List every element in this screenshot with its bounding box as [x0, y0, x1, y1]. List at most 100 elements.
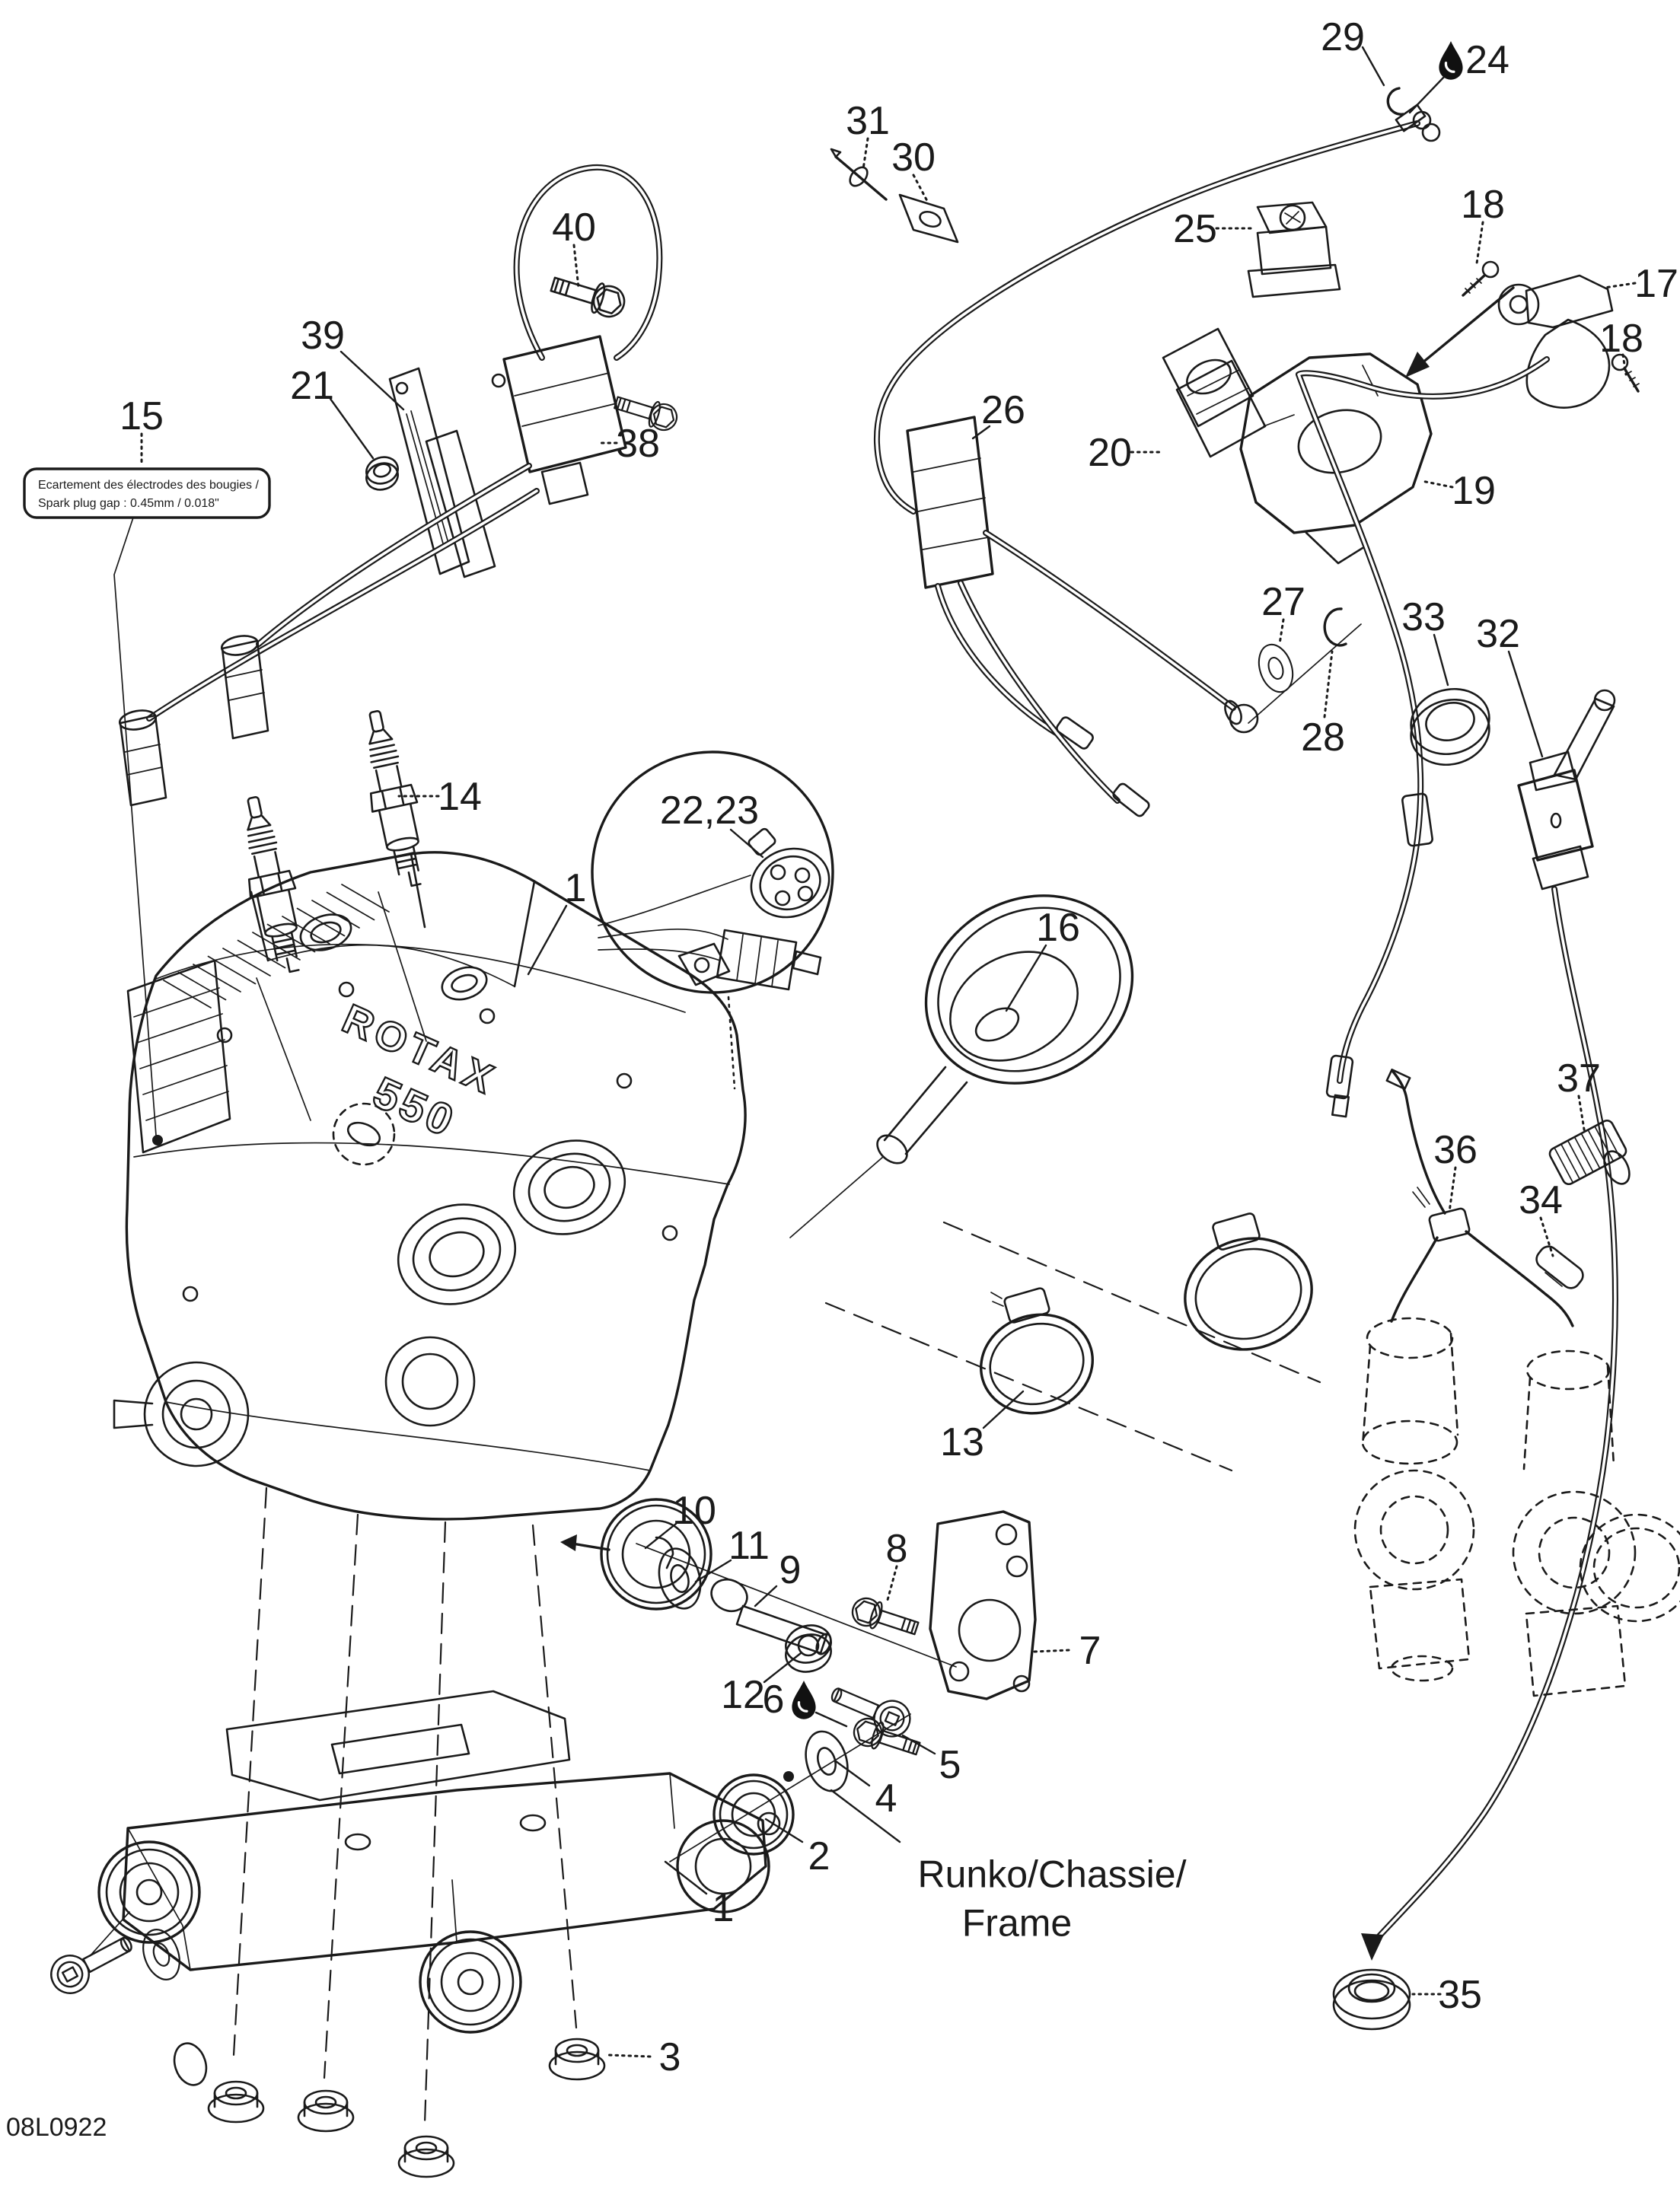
- connector-rect: [716, 929, 822, 991]
- leader-12: [763, 1652, 802, 1684]
- cotter-pin: [830, 148, 888, 201]
- callout-5: 5: [939, 1743, 961, 1787]
- leader-5: [901, 1734, 936, 1755]
- intake-socket: [397, 1139, 626, 1305]
- rubber-bushing: [600, 1498, 712, 1611]
- cable-end: [1325, 1054, 1354, 1100]
- mount-nut: [785, 1624, 832, 1673]
- frame-nut: [397, 2135, 455, 2178]
- throttle-lever: [1497, 274, 1614, 409]
- assembly-arrow: [1405, 286, 1515, 378]
- callout-9: 9: [779, 1548, 802, 1592]
- frame-nut: [297, 2089, 355, 2133]
- frame-tube: [676, 1819, 770, 1913]
- callout-1: 1: [565, 866, 587, 910]
- cable-washer: [1252, 639, 1299, 697]
- grommet: [1332, 1968, 1411, 2031]
- engine-block: ROTAX 550: [113, 851, 747, 1521]
- leader-33: [1433, 633, 1449, 687]
- callout-20: 20: [1088, 431, 1132, 475]
- leader-32: [1507, 650, 1544, 758]
- callout-15: 15: [120, 394, 164, 438]
- callout-12: 12: [721, 1673, 765, 1717]
- louver-grille: [126, 959, 231, 1154]
- cable-adjuster: [1401, 792, 1433, 847]
- callout-11: 11: [728, 1524, 770, 1568]
- leader-39: [340, 350, 405, 411]
- callout-18: 18: [1599, 317, 1643, 361]
- harness-connector: [1056, 716, 1150, 817]
- callout-1: 1: [712, 1886, 735, 1930]
- callout-22,23: 22,23: [660, 789, 759, 833]
- oil-cap: [789, 894, 1134, 1238]
- fuel-line: [1385, 1068, 1574, 1327]
- frame-bushing: [419, 1930, 522, 2034]
- callout-34: 34: [1519, 1178, 1563, 1222]
- rubber-bushing: [712, 1773, 795, 1856]
- wiring-harness: [873, 87, 1441, 817]
- throttle-cable: [1296, 356, 1550, 1118]
- leader-6: [814, 1711, 848, 1728]
- callout-32: 32: [1476, 612, 1520, 656]
- leader-11: [694, 1559, 732, 1583]
- note-line-1: Ecartement des électrodes des bougies /: [38, 479, 260, 492]
- kill-switch: [1361, 687, 1618, 1961]
- dess-post: [1247, 201, 1341, 298]
- leader-37: [1577, 1094, 1586, 1136]
- bolt-bosses: [182, 981, 678, 1302]
- frame-nut: [548, 2038, 606, 2081]
- coil-nut: [365, 456, 399, 491]
- frame-label-line2: Frame: [962, 1902, 1072, 1945]
- e-clip: [1323, 607, 1347, 647]
- hose-clamp: [980, 1287, 1094, 1415]
- detail-circle: [591, 750, 834, 1090]
- leader-4: [834, 1760, 871, 1787]
- callout-3: 3: [659, 2035, 681, 2079]
- cable-end-fitting: [1395, 104, 1441, 142]
- lever-screw: [1462, 260, 1640, 393]
- callout-4: 4: [875, 1776, 897, 1821]
- note-line-2: Spark plug gap : 0.45mm / 0.018": [38, 497, 219, 510]
- connector-round: [748, 827, 830, 919]
- frame-bolt: [43, 1925, 140, 2001]
- ignition-coil-assembly: [118, 164, 681, 1121]
- leader-26: [971, 425, 991, 440]
- callout-17: 17: [1634, 262, 1678, 306]
- callout-30: 30: [891, 135, 936, 180]
- leader-13: [982, 1390, 1025, 1429]
- frame-nut: [207, 2080, 265, 2124]
- callout-38: 38: [616, 422, 660, 466]
- callout-8: 8: [886, 1527, 908, 1571]
- alignment-line: [531, 1524, 578, 2029]
- callout-37: 37: [1557, 1056, 1601, 1101]
- fuel-tee: [1428, 1207, 1471, 1242]
- callout-14: 14: [438, 775, 482, 819]
- ignition-coil: [491, 335, 627, 505]
- alignment-line: [423, 1521, 447, 2125]
- carburetor-ghost: [1353, 1317, 1680, 1697]
- drawing-code: 08L0922: [6, 2113, 107, 2142]
- callout-26: 26: [981, 388, 1025, 432]
- spark-plug-boot: [118, 635, 269, 807]
- coil-bolt-a: [547, 269, 630, 322]
- callout-29: 29: [1321, 15, 1365, 59]
- leader-7: [1032, 1649, 1070, 1653]
- cdi-module: [906, 416, 994, 589]
- leader-31: [862, 137, 869, 170]
- switch-nut: [1410, 687, 1490, 766]
- leader-22,23: [729, 828, 764, 859]
- frame-washer: [173, 2042, 208, 2086]
- leader-24: [1408, 75, 1446, 114]
- intake-adapter: [1162, 327, 1267, 458]
- throttle-housing: [1239, 352, 1433, 565]
- leader-8: [886, 1565, 898, 1601]
- switch-toggle: [1553, 689, 1616, 781]
- choke-knob-end: [1224, 699, 1259, 734]
- leader-10: [644, 1522, 677, 1550]
- callout-10: 10: [672, 1489, 716, 1533]
- leader-28: [1323, 650, 1334, 719]
- filler-cap: [299, 913, 488, 1001]
- cable-clamp-small: [898, 193, 959, 244]
- leader-19: [1420, 480, 1454, 489]
